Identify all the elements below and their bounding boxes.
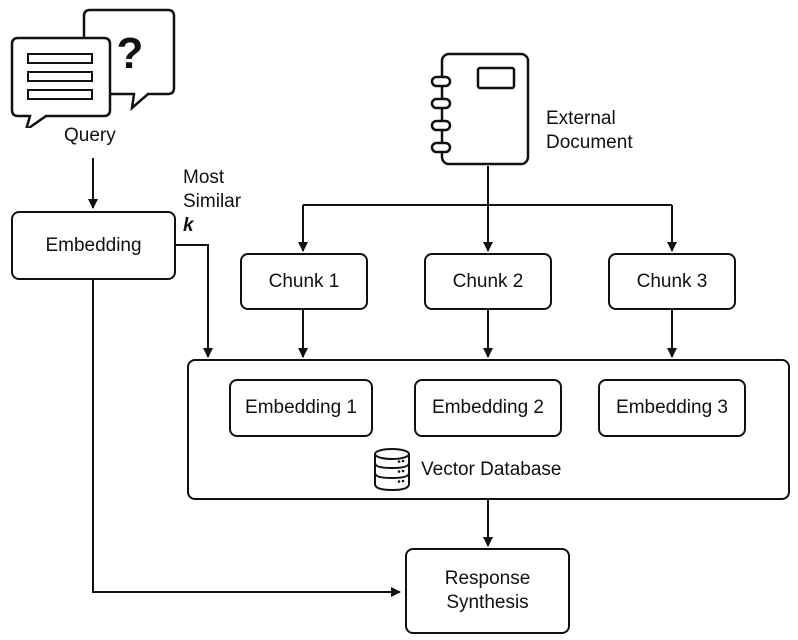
chunk-3-box: Chunk 3	[608, 253, 736, 310]
arrow-embedding-to-response	[92, 280, 401, 597]
most-similar-line1: Most	[183, 167, 225, 188]
embedding-1-box: Embedding 1	[229, 379, 373, 437]
chunk-1-box: Chunk 1	[240, 253, 368, 310]
embedding-3-label: Embedding 3	[616, 397, 728, 419]
document-label: External Document	[546, 108, 633, 153]
database-icon	[374, 448, 410, 492]
most-similar-line2: Similar	[183, 191, 242, 212]
response-synthesis-label: Response Synthesis	[444, 568, 531, 613]
embedding-1-label: Embedding 1	[245, 397, 357, 419]
chunk-2-box: Chunk 2	[424, 253, 552, 310]
response-synthesis-box: Response Synthesis	[405, 548, 570, 634]
vector-database-label: Vector Database	[421, 459, 562, 480]
arrow-embedding-to-vectordb	[175, 244, 213, 358]
chat-question-icon: ?	[10, 8, 176, 128]
chunk-2-label: Chunk 2	[452, 270, 524, 292]
most-similar-label: Most Similar k	[183, 166, 241, 238]
embedding-3-box: Embedding 3	[598, 379, 746, 437]
embedding-2-label: Embedding 2	[432, 397, 544, 419]
embedding-2-box: Embedding 2	[414, 379, 562, 437]
chunk-3-label: Chunk 3	[636, 270, 708, 292]
embedding-label: Embedding	[45, 234, 142, 256]
embedding-box: Embedding	[11, 211, 176, 280]
most-similar-k: k	[183, 215, 194, 236]
svg-text:?: ?	[117, 29, 144, 78]
chunk-1-label: Chunk 1	[268, 270, 340, 292]
notebook-icon	[430, 52, 530, 166]
query-label: Query	[64, 125, 116, 146]
